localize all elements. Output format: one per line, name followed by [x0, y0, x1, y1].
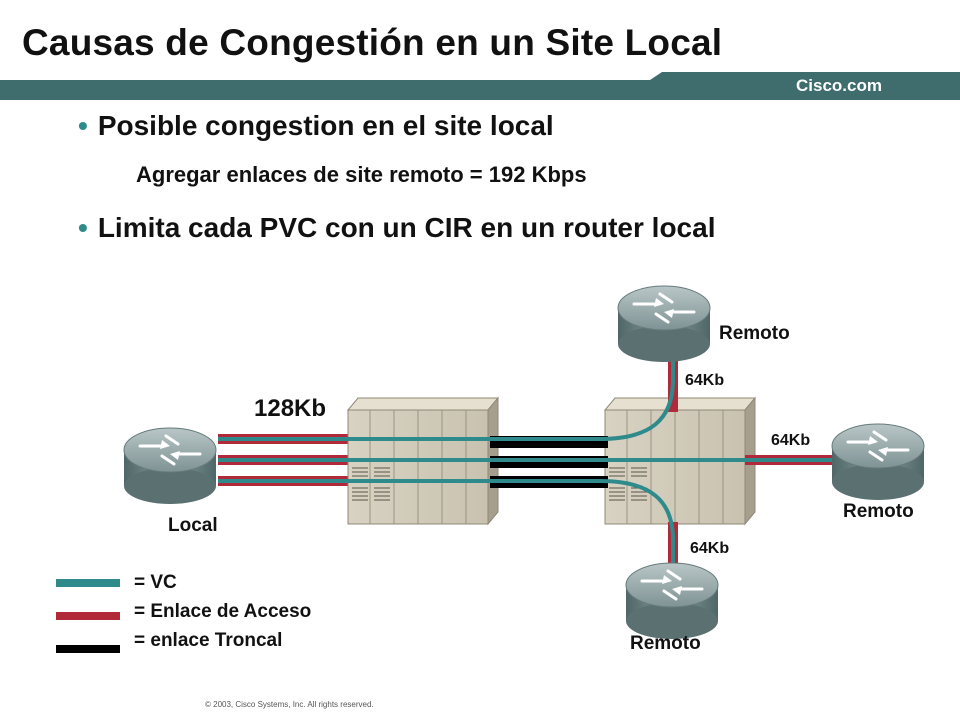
sub-bullet-text: Agregar enlaces de site remoto = 192 Kbp…: [136, 162, 587, 187]
remote-right-label: Remoto: [843, 501, 914, 522]
remote-bottom-label: Remoto: [630, 633, 701, 654]
remote-top-router-icon: [616, 284, 712, 364]
bullet-icon: •: [78, 110, 88, 141]
local-speed-label: 128Kb: [254, 395, 326, 422]
remote-bottom-router-icon: [624, 561, 720, 641]
bullet-icon: •: [78, 212, 88, 243]
legend-trunk-label: = enlace Troncal: [134, 630, 283, 651]
bullet-text: Posible congestion en el site local: [97, 110, 554, 141]
bullet-item: • Limita cada PVC con un CIR en un router…: [78, 212, 715, 244]
legend-vc-swatch: [56, 579, 120, 587]
remote-right-router-icon: [830, 422, 926, 502]
legend-trunk-swatch: [56, 645, 120, 653]
legend-access-label: = Enlace de Acceso: [134, 601, 312, 622]
header-band: [0, 72, 960, 100]
legend-vc-label: = VC: [134, 572, 177, 593]
copyright-footer: © 2003, Cisco Systems, Inc. All rights r…: [205, 700, 374, 709]
bullet-item: • Posible congestion en el site local: [78, 110, 554, 142]
legend-access-swatch: [56, 612, 120, 620]
remote-right-speed-label: 64Kb: [771, 432, 810, 449]
remote-bottom-speed-label: 64Kb: [690, 540, 729, 557]
bullet-text: Limita cada PVC con un CIR en un router …: [97, 212, 716, 243]
local-router-icon: [122, 426, 218, 506]
cisco-brand: Cisco.com: [796, 76, 882, 95]
slide-title: Causas de Congestión en un Site Local: [22, 22, 723, 63]
remote-top-speed-label: 64Kb: [685, 372, 724, 389]
local-label: Local: [168, 515, 218, 536]
virtual-circuits: [218, 340, 840, 580]
remote-top-label: Remoto: [719, 323, 790, 344]
